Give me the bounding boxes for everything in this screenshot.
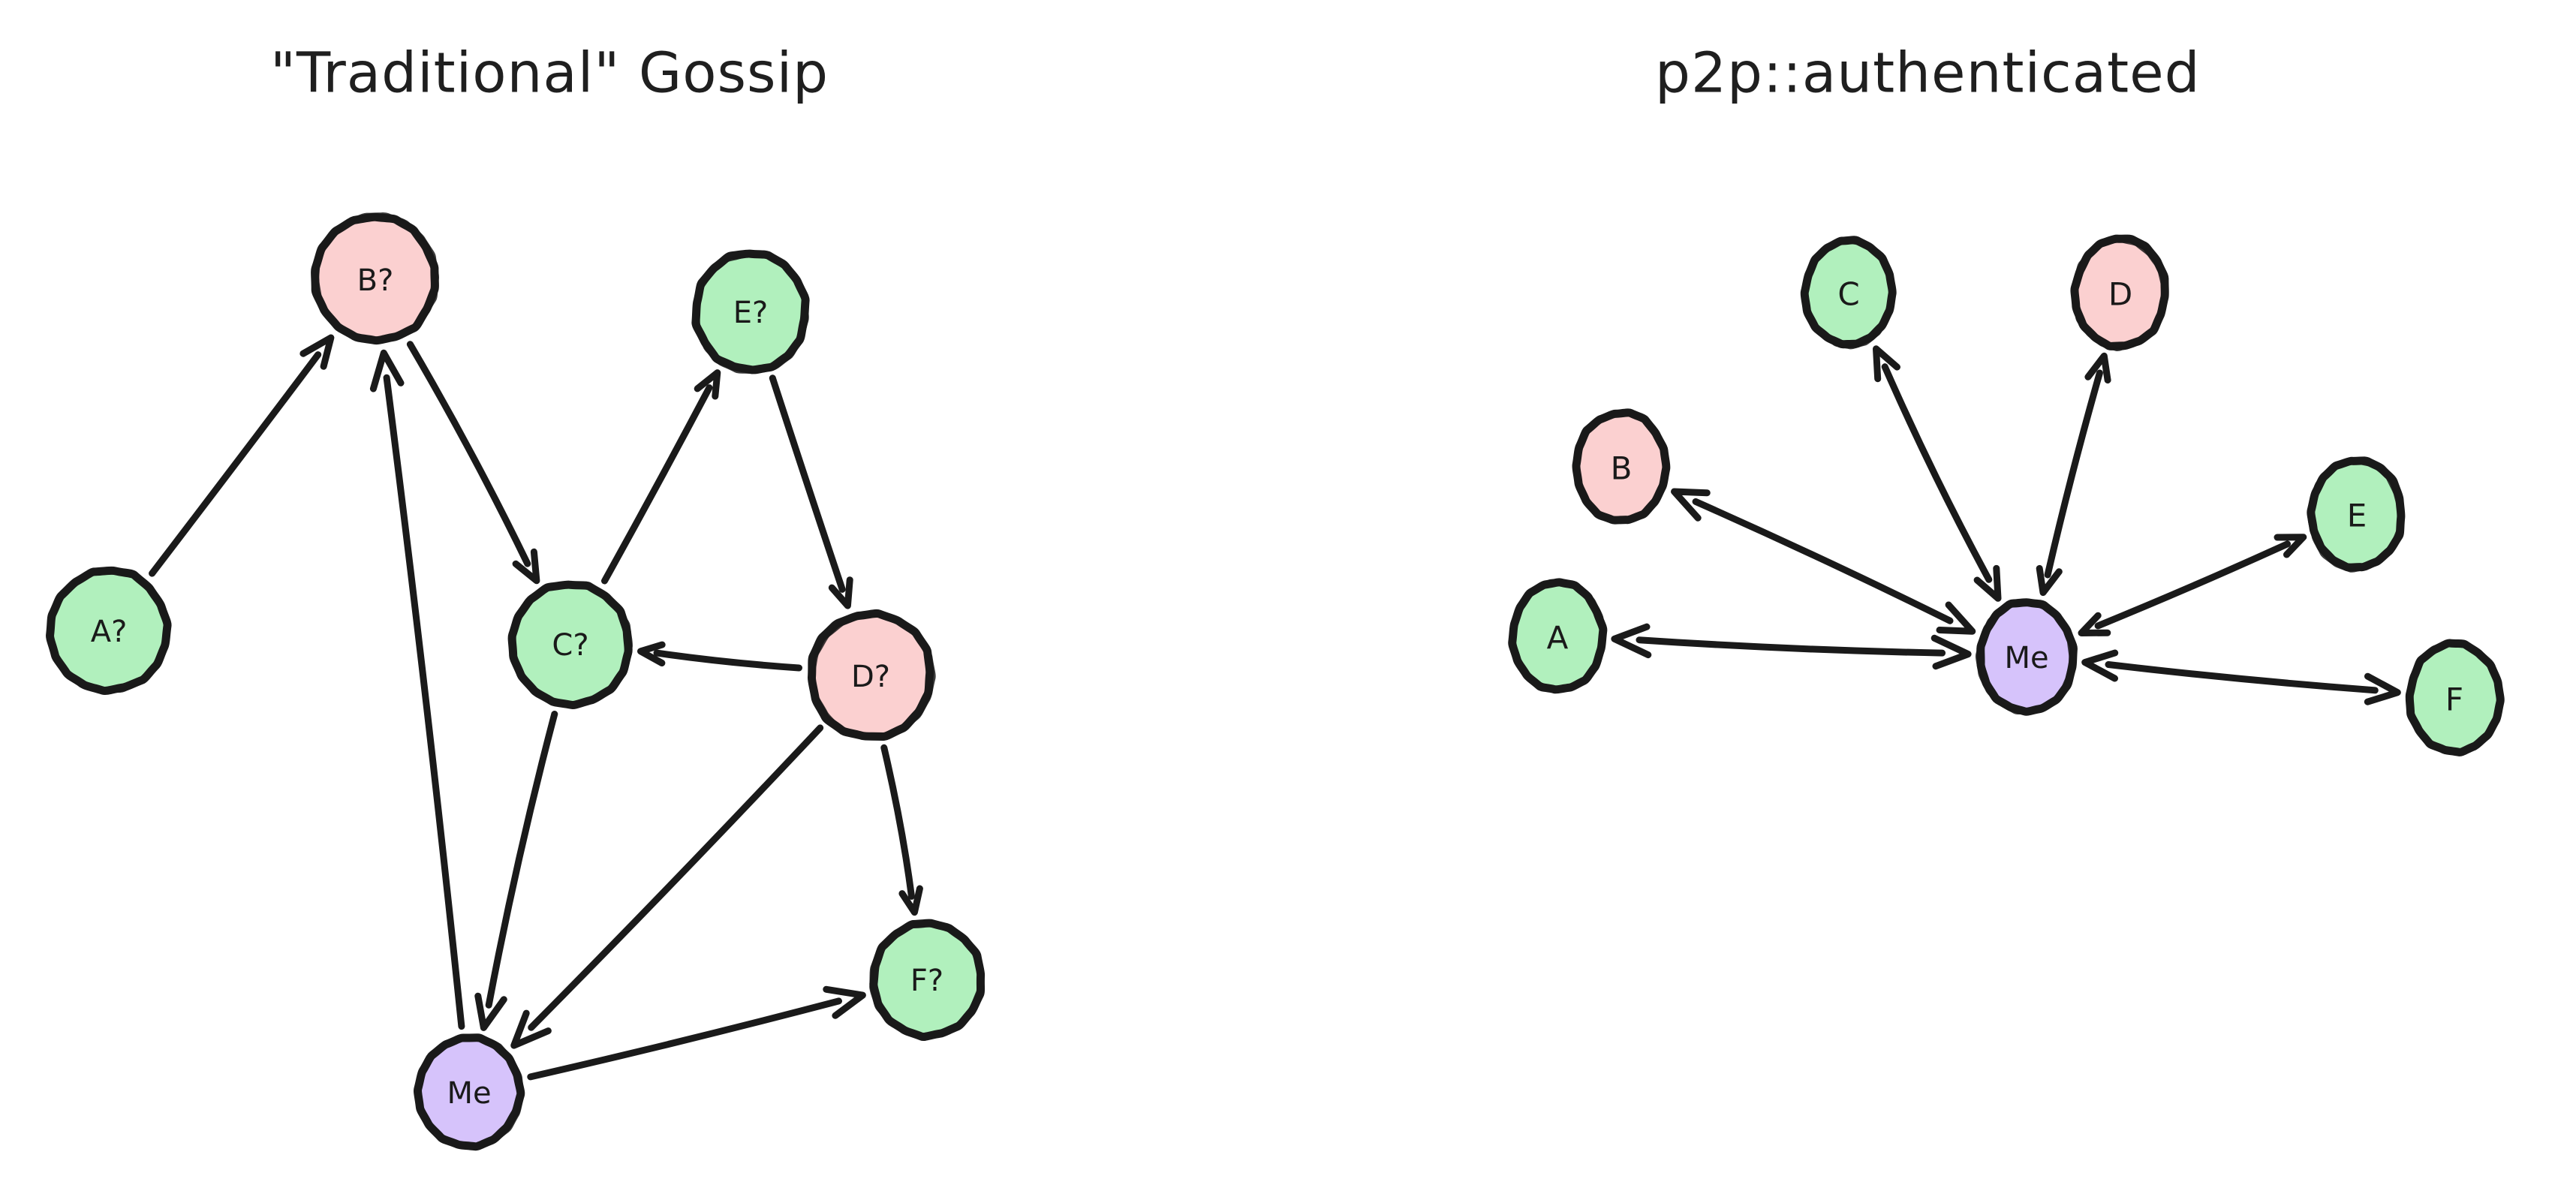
edge-traditional-gossip-Me-to-F <box>527 985 866 1081</box>
node-label-B: B <box>1611 450 1633 487</box>
node-traditional-gossip-D[interactable]: D? <box>807 609 936 741</box>
edge-p2p-authenticated-Me-to-C <box>1873 345 2002 602</box>
node-outline-overstroke <box>510 581 633 707</box>
node-outline-overstroke <box>694 253 809 374</box>
node-label-E: E <box>2347 498 2367 534</box>
node-label-D: D <box>2108 276 2132 313</box>
edge-traditional-gossip-A-to-B <box>149 334 335 577</box>
node-traditional-gossip-F[interactable]: F? <box>869 919 986 1041</box>
node-label-C: C? <box>552 628 588 663</box>
node-label-A: A <box>1547 620 1569 657</box>
node-label-Me: Me <box>2004 641 2048 675</box>
node-traditional-gossip-B[interactable]: B? <box>311 212 439 345</box>
panel-title-p2p-authenticated: p2p::authenticated <box>1655 41 2201 105</box>
panel-title-traditional-gossip: "Traditional" Gossip <box>270 41 829 105</box>
node-label-F: F <box>2445 681 2463 718</box>
node-label-B: B? <box>357 263 394 298</box>
node-outline-overstroke <box>1574 410 1669 524</box>
node-p2p-authenticated-Me[interactable]: Me <box>1975 598 2078 716</box>
node-label-F: F? <box>910 964 943 998</box>
edge-traditional-gossip-C-to-Me <box>474 711 558 1031</box>
node-p2p-authenticated-B[interactable]: B <box>1572 408 1671 525</box>
node-outline-overstroke <box>869 920 982 1039</box>
node-outline-overstroke <box>48 568 170 693</box>
edge-traditional-gossip-D-to-Me <box>510 724 824 1049</box>
node-label-Me: Me <box>447 1076 491 1111</box>
edge-traditional-gossip-C-to-E <box>601 369 721 585</box>
node-outline-overstroke <box>2072 238 2166 351</box>
node-traditional-gossip-E[interactable]: E? <box>691 249 810 374</box>
edge-traditional-gossip-D-to-F <box>880 744 923 916</box>
node-p2p-authenticated-E[interactable]: E <box>2307 456 2406 573</box>
edge-traditional-gossip-E-to-D <box>769 374 853 609</box>
node-outline-overstroke <box>810 612 936 740</box>
nodes-layer: A? B? C? D? E? F? Me A B C D E F Me <box>46 212 2505 1151</box>
node-p2p-authenticated-C[interactable]: C <box>1800 236 1897 350</box>
node-label-A: A? <box>91 615 128 649</box>
titles-layer: "Traditional" Gossip p2p::authenticated <box>270 41 2201 105</box>
edge-traditional-gossip-B-to-C <box>406 341 540 585</box>
edge-p2p-authenticated-Me-to-B <box>1671 488 1976 635</box>
node-p2p-authenticated-D[interactable]: D <box>2070 234 2169 351</box>
node-p2p-authenticated-A[interactable]: A <box>1508 578 1608 694</box>
node-outline-overstroke <box>1510 579 1606 692</box>
edge-p2p-authenticated-Me-to-F <box>2081 649 2401 705</box>
node-label-D: D? <box>851 660 890 694</box>
edge-traditional-gossip-D-to-C <box>637 641 802 672</box>
edge-p2p-authenticated-Me-to-E <box>2078 534 2307 636</box>
edge-traditional-gossip-Me-to-B <box>369 349 465 1030</box>
edge-p2p-authenticated-Me-to-D <box>2036 352 2111 597</box>
node-outline-overstroke <box>417 1035 525 1148</box>
node-traditional-gossip-A[interactable]: A? <box>46 566 172 696</box>
edge-p2p-authenticated-Me-to-A <box>1611 623 1972 670</box>
edges-layer <box>149 334 2401 1081</box>
node-outline-overstroke <box>1975 600 2074 715</box>
node-outline-overstroke <box>2307 459 2403 573</box>
node-outline-overstroke <box>2406 642 2502 755</box>
node-traditional-gossip-Me[interactable]: Me <box>414 1033 525 1151</box>
node-outline-overstroke <box>1801 239 1894 350</box>
node-outline-overstroke <box>314 212 439 341</box>
node-label-C: C <box>1837 276 1859 313</box>
node-traditional-gossip-C[interactable]: C? <box>507 580 633 710</box>
node-label-E: E? <box>733 296 769 330</box>
node-p2p-authenticated-F[interactable]: F <box>2405 639 2505 756</box>
